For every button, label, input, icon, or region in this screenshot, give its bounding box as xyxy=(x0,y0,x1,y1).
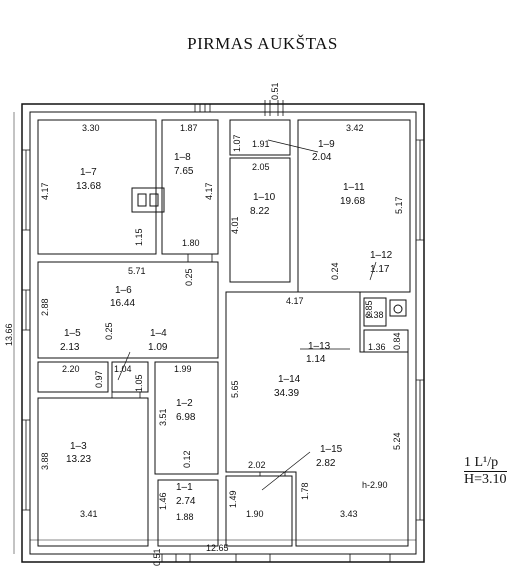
room-label: 1–11 xyxy=(343,182,365,193)
dim-label: 1.36 xyxy=(368,342,386,352)
dim-label: 1.78 xyxy=(300,482,310,500)
dim-label: 5.17 xyxy=(394,196,404,214)
room-1-9-outline xyxy=(229,119,291,156)
dim-label: 2.85 xyxy=(364,300,374,318)
room-area: 13.68 xyxy=(76,181,101,192)
room-1-10-outline xyxy=(229,157,291,283)
dim-label: 2.20 xyxy=(62,364,80,374)
room-label: 1–14 xyxy=(278,374,301,385)
room-area: 2.13 xyxy=(60,342,80,353)
dim-label: 0.25 xyxy=(104,322,114,340)
room-area: 6.98 xyxy=(176,412,196,423)
dim-label: 1.04 xyxy=(114,364,132,374)
dim-label: 5.71 xyxy=(128,266,146,276)
legend-line-1: 1 L¹/p xyxy=(464,455,507,472)
dim-label: 2.88 xyxy=(40,298,50,316)
room-area: 19.68 xyxy=(340,196,365,207)
dim-label: 0.97 xyxy=(94,370,104,388)
dim-label: 5.24 xyxy=(392,432,402,450)
dim-label: 3.43 xyxy=(340,509,358,519)
room-area: 2.74 xyxy=(176,496,196,507)
room-area: 8.22 xyxy=(250,206,270,217)
legend: 1 L¹/p H=3.10 xyxy=(464,455,507,487)
dim-label: 1.87 xyxy=(180,123,198,133)
room-label: 1–3 xyxy=(70,441,87,452)
dim-label: 1.80 xyxy=(182,238,200,248)
room-1-2-outline xyxy=(154,361,219,475)
room-label: 1–5 xyxy=(64,328,81,339)
room-1-6-outline xyxy=(37,261,219,359)
room-area: 1.09 xyxy=(148,342,168,353)
dim-label: 1.90 xyxy=(246,509,264,519)
dim-label: 5.65 xyxy=(230,380,240,398)
room-1-7-outline xyxy=(37,119,157,255)
plan-title: PIRMAS AUKŠTAS xyxy=(187,34,338,53)
dim-label: h-2.90 xyxy=(362,480,388,490)
room-1-3-outline xyxy=(37,397,149,547)
room-label: 1–8 xyxy=(174,152,191,163)
room-1-14-outline xyxy=(225,291,409,547)
room-area: 7.65 xyxy=(174,166,194,177)
room-label: 1–2 xyxy=(176,398,193,409)
room-1-5-outline xyxy=(37,361,109,393)
room-1-13-outline xyxy=(363,329,409,353)
dim-label: 13.66 xyxy=(4,323,14,346)
room-area: 2.04 xyxy=(312,152,332,163)
dim-label: 0.51 xyxy=(152,548,162,566)
room-1-15-outline xyxy=(225,475,293,547)
toilet-fixture xyxy=(389,299,407,317)
dim-label: 1.49 xyxy=(228,490,238,508)
stove-fixture xyxy=(131,187,165,213)
dim-label: 0.25 xyxy=(184,268,194,286)
dim-label: 0.51 xyxy=(270,82,280,100)
room-label: 1–15 xyxy=(320,444,343,455)
room-label: 1–9 xyxy=(318,139,335,150)
dim-label: 2.38 xyxy=(366,310,384,320)
dim-label: 4.01 xyxy=(230,216,240,234)
dim-label: 3.30 xyxy=(82,123,100,133)
dim-label: 1.88 xyxy=(176,512,194,522)
room-label: 1–10 xyxy=(253,192,276,203)
legend-line-2: H=3.10 xyxy=(464,472,507,487)
room-label: 1–6 xyxy=(115,285,132,296)
room-1-12-outline xyxy=(363,297,387,327)
dim-label: 0.24 xyxy=(330,262,340,280)
dim-label: 0.84 xyxy=(392,332,402,350)
room-area: 16.44 xyxy=(110,298,135,309)
dim-label: 1.05 xyxy=(134,374,144,392)
dim-label: 3.88 xyxy=(40,452,50,470)
dim-label: 1.46 xyxy=(158,492,168,510)
dim-label: 3.51 xyxy=(158,408,168,426)
dim-label: 2.05 xyxy=(252,162,270,172)
room-area: 13.23 xyxy=(66,454,91,465)
dim-label: 1.91 xyxy=(252,139,270,149)
dim-label: 3.42 xyxy=(346,123,364,133)
outer-wall xyxy=(21,103,425,563)
dim-label: 1.15 xyxy=(134,228,144,246)
dim-label: 4.17 xyxy=(204,182,214,200)
room-label: 1–1 xyxy=(176,482,193,493)
dim-label: 0.12 xyxy=(182,450,192,468)
room-1-4-outline xyxy=(111,361,149,393)
dim-label: 12.65 xyxy=(206,543,229,553)
room-area: 1.14 xyxy=(306,354,326,365)
room-label: 1–4 xyxy=(150,328,167,339)
room-1-1-outline xyxy=(157,479,219,547)
dim-label: 3.41 xyxy=(80,509,98,519)
room-label: 1–7 xyxy=(80,167,97,178)
room-area: 34.39 xyxy=(274,388,299,399)
dim-label: 4.17 xyxy=(40,182,50,200)
room-label: 1–12 xyxy=(370,250,393,261)
dim-label: 1.07 xyxy=(232,134,242,152)
dim-label: 2.02 xyxy=(248,460,266,470)
outer-wall-inner xyxy=(29,111,417,555)
dim-label: 1.99 xyxy=(174,364,192,374)
room-area: 1.17 xyxy=(370,264,390,275)
dim-label: 4.17 xyxy=(286,296,304,306)
room-area: 2.82 xyxy=(316,458,336,469)
room-1-8-outline xyxy=(161,119,219,255)
room-label: 1–13 xyxy=(308,341,331,352)
